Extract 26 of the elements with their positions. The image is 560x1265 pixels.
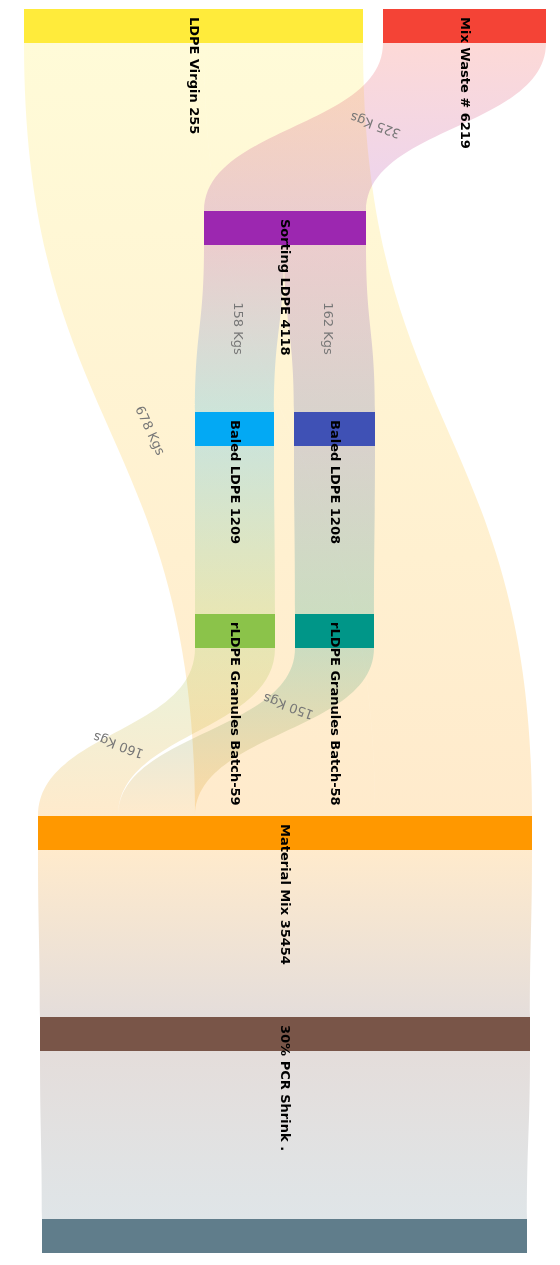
node-label: LDPE Virgin 255 [185,17,202,135]
node-label: Baled LDPE 1208 [326,420,343,544]
flow-band [38,648,275,816]
node-label: Sorting LDPE 4118 [277,219,293,356]
flow-band [40,1051,530,1219]
node-label: rLDPE Granules Batch-58 [326,622,343,806]
flow-band [204,43,546,211]
flow-label: 158 Kgs [230,301,246,355]
node-label: rLDPE Granules Batch-59 [227,622,243,806]
flow-label: 160 Kgs [90,728,145,762]
flow-band [38,850,532,1017]
node-label: Material Mix 35454 [277,824,293,965]
node-label: 30% PCR Shrink . [277,1025,293,1152]
node-label: Mix Waste # 6219 [456,17,473,149]
flow-band [284,245,375,412]
flow-label: 678 Kgs [131,403,168,457]
flow-band [195,446,275,614]
flow-band [294,446,375,614]
flow-band [195,245,284,412]
flow-band [118,648,374,816]
flow-label: 150 Kgs [260,689,315,723]
flow-label: 325 Kgs [347,108,402,142]
flow-label: 162 Kgs [320,301,336,355]
node-label: Baled LDPE 1209 [226,420,243,544]
flow-band [204,43,532,816]
flow-band [24,43,375,816]
